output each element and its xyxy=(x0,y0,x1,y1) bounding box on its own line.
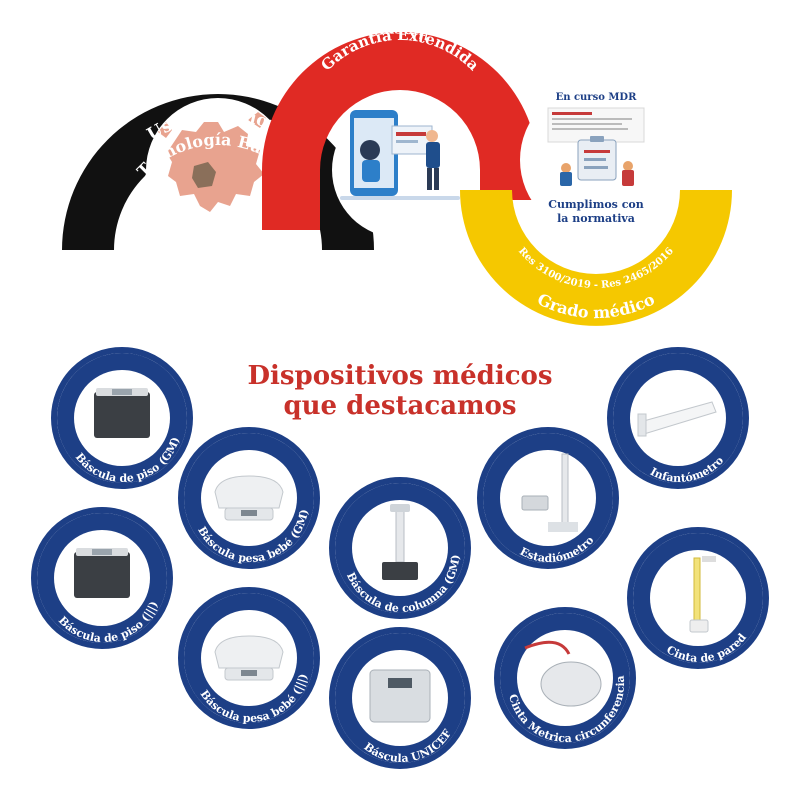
device-item[interactable]: Báscula de piso (GM) xyxy=(51,347,193,494)
title-line-1: Dispositivos médicos xyxy=(247,361,552,391)
device-item[interactable]: Infantómetro xyxy=(607,347,749,491)
device-item[interactable]: Báscula de piso (|||) xyxy=(31,507,173,653)
infantometer-icon xyxy=(637,401,717,437)
device-item[interactable]: Báscula de columna (GM) xyxy=(329,477,471,624)
mdr-badge-text: En curso MDR xyxy=(556,92,638,103)
device-item[interactable]: Cinta de pared xyxy=(627,527,769,672)
device-item[interactable]: Cinta Metrica circunferencia xyxy=(494,607,637,755)
section-title: Dispositivos médicos que destacamos xyxy=(247,361,552,421)
mdr-badge-line1: Cumplimos con xyxy=(548,198,643,211)
device-grid: Báscula de piso (GM)Báscula pesa bebé (G… xyxy=(31,347,769,772)
floor-scale-icon xyxy=(74,548,130,598)
device-item[interactable]: Estadiómetro xyxy=(477,427,619,571)
unicef-scale-icon xyxy=(369,669,431,723)
measuring-tape-icon xyxy=(524,640,602,707)
banner: Tecnología Europa Uso profesional xyxy=(62,19,732,326)
banner-red-top-text: Clase||| xyxy=(364,19,431,41)
device-item[interactable]: Báscula pesa bebé (|||) xyxy=(178,587,320,734)
device-item[interactable]: Báscula UNICEF xyxy=(329,627,471,772)
mdr-badge-line2: la normativa xyxy=(557,212,635,225)
baby-scale-icon xyxy=(214,475,284,521)
stadiometer-icon xyxy=(521,453,578,532)
device-item[interactable]: Báscula pesa bebé (GM) xyxy=(178,427,320,574)
regulation-clipboard-icon xyxy=(547,107,645,186)
baby-scale-icon xyxy=(214,635,284,681)
title-line-2: que destacamos xyxy=(283,391,516,421)
floor-scale-icon xyxy=(94,388,150,438)
column-scale-icon xyxy=(382,504,418,580)
support-illustration-icon xyxy=(340,110,460,200)
europe-map-icon xyxy=(158,112,266,212)
wall-tape-icon xyxy=(689,556,716,633)
